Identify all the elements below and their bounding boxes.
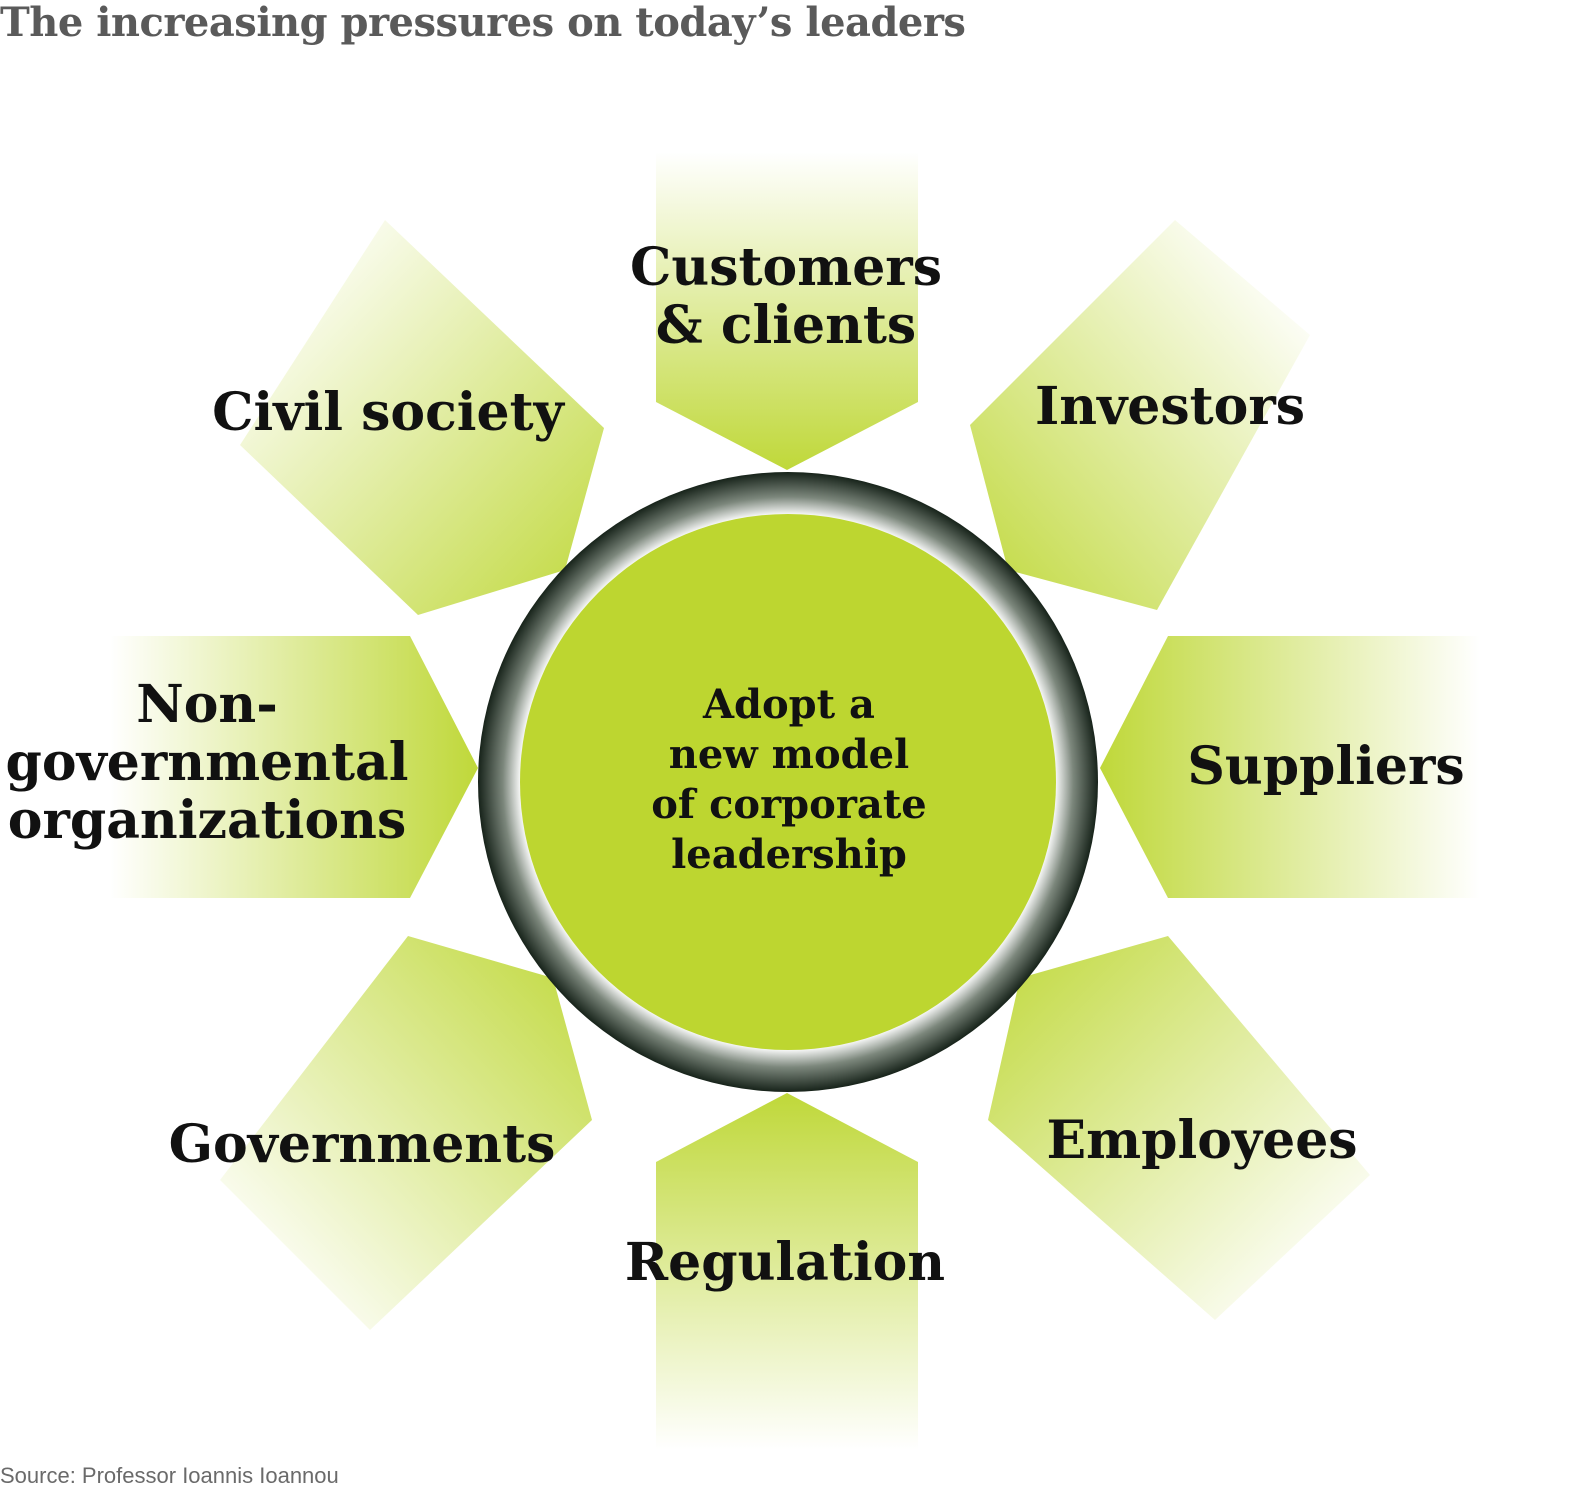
label-governments: Governments: [168, 1114, 556, 1175]
arrow-suppliers: [1100, 636, 1480, 898]
arrow-ngos: [110, 636, 478, 898]
label-suppliers: Suppliers: [1187, 736, 1465, 797]
label-employees: Employees: [1046, 1110, 1358, 1171]
arrow-regulation: [656, 1093, 918, 1450]
center-label: Adopt a new model of corporate leadershi…: [651, 681, 927, 878]
page-title: The increasing pressures on today’s lead…: [0, 0, 966, 46]
label-civil-society: Civil society: [212, 382, 564, 443]
label-regulation: Regulation: [624, 1232, 946, 1293]
arrow-employees: [988, 936, 1370, 1320]
label-ngos: Non- governmental organizations: [5, 674, 409, 851]
arrow-customers: [656, 152, 918, 470]
arrow-civil-society: [240, 220, 604, 615]
label-customers: Customers & clients: [630, 237, 942, 356]
label-investors: Investors: [1034, 376, 1306, 437]
arrow-governments: [220, 936, 592, 1330]
center-circle: [520, 514, 1056, 1050]
arrow-investors: [970, 220, 1310, 610]
source-note: Source: Professor Ioannis Ioannou: [0, 1463, 339, 1488]
